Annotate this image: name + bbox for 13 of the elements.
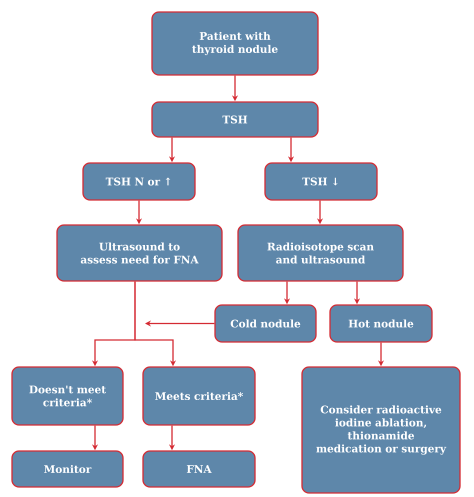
process-box: Radioisotope scan and ultrasound [237, 224, 404, 282]
process-box: Consider radioactive iodine ablation, thionamide medication or surgery [301, 366, 461, 494]
process-box: Monitor [11, 450, 124, 488]
process-box: Hot nodule [329, 304, 433, 343]
process-box: TSH N or ↑ [82, 162, 196, 201]
process-box: Meets criteria* [142, 366, 256, 426]
process-box: TSH [151, 101, 319, 138]
process-box: Patient with thyroid nodule [151, 11, 319, 76]
process-box: Doesn't meet criteria* [11, 366, 124, 426]
process-box: TSH ↓ [264, 162, 378, 201]
process-box: Ultrasound to assess need for FNA [56, 224, 223, 282]
process-box: Cold nodule [214, 304, 317, 343]
process-box: FNA [142, 450, 256, 488]
